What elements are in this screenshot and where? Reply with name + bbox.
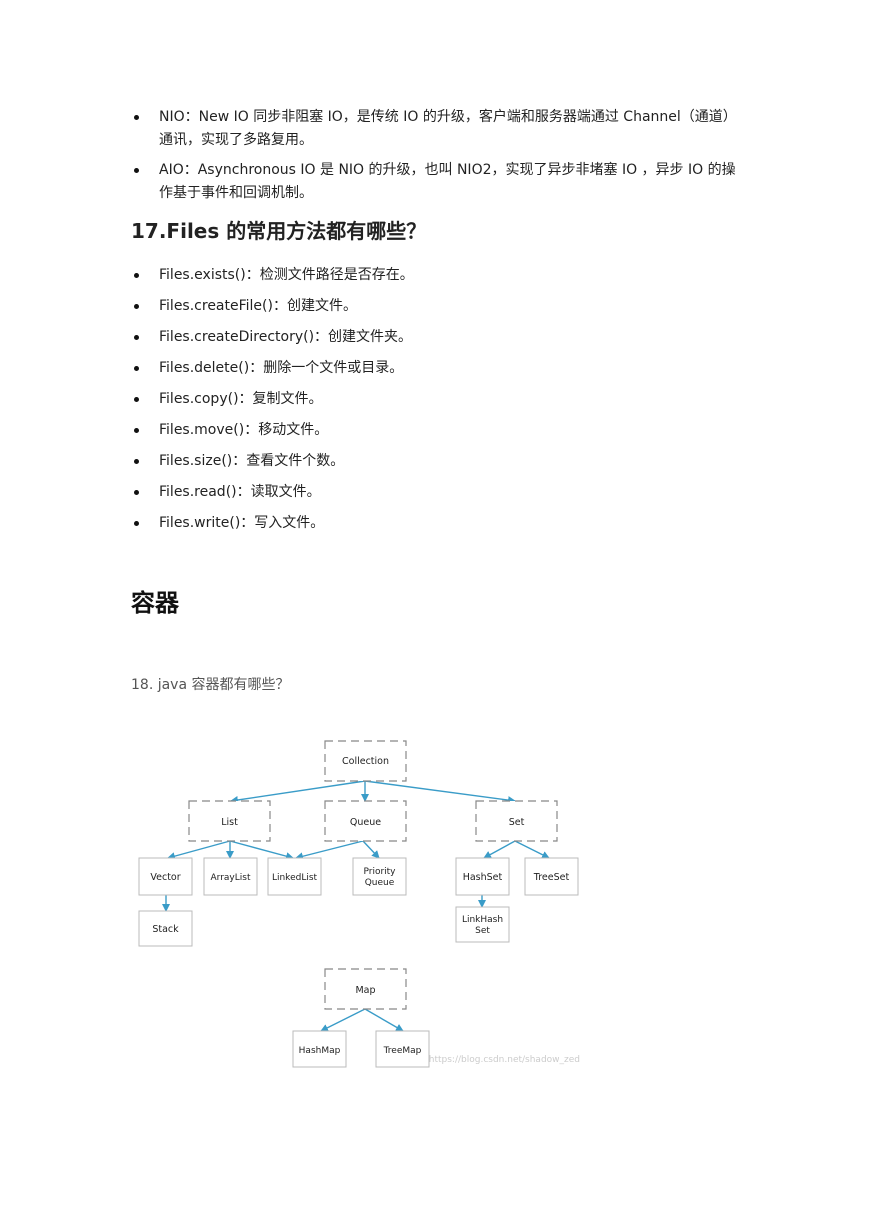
node-linkhashset: LinkHash Set [455, 906, 510, 943]
node-label: LinkedList [272, 873, 318, 883]
list-item: Files.createFile()：创建文件。 [131, 295, 741, 318]
arrow-set-hashset [483, 840, 516, 859]
list-item: Files.write()：写入文件。 [131, 512, 741, 535]
node-vector: Vector [138, 857, 193, 896]
bullet-dot-icon [134, 335, 139, 340]
bullet-dot-icon [134, 168, 139, 173]
node-label: Map [355, 985, 375, 996]
list-item-text: Files.exists()：检测文件路径是否存在。 [159, 267, 414, 283]
node-label: Stack [152, 924, 179, 935]
node-label: Priority [363, 867, 396, 877]
list-item: Files.copy()：复制文件。 [131, 388, 741, 411]
node-label: HashSet [463, 872, 503, 883]
watermark-text: https://blog.csdn.net/shadow_zed [429, 1055, 580, 1065]
bullet-dot-icon [134, 521, 139, 526]
bullet-dot-icon [134, 115, 139, 120]
node-stack: Stack [138, 910, 193, 947]
list-item: Files.size()：查看文件个数。 [131, 450, 741, 473]
arrow-list-linkedlist [229, 840, 294, 861]
java-container-hierarchy-diagram: Collection List Queue Set Map Vector Arr… [138, 740, 580, 1068]
bullet-dot-icon [134, 397, 139, 402]
arrow-queue-linkedlist [295, 840, 364, 861]
list-item: Files.read()：读取文件。 [131, 481, 741, 504]
node-list: List [188, 800, 271, 842]
list-item-text: Files.copy()：复制文件。 [159, 391, 323, 407]
bullet-dot-icon [134, 273, 139, 278]
list-item: NIO：New IO 同步非阻塞 IO，是传统 IO 的升级，客户端和服务器端通… [131, 106, 741, 152]
list-item-text: Files.createDirectory()：创建文件夹。 [159, 329, 413, 345]
node-hashmap: HashMap [292, 1030, 347, 1068]
list-item-text: Files.createFile()：创建文件。 [159, 298, 357, 314]
node-map: Map [324, 968, 407, 1010]
list-item-text: NIO：New IO 同步非阻塞 IO，是传统 IO 的升级，客户端和服务器端通… [159, 109, 737, 148]
list-item: Files.delete()：删除一个文件或目录。 [131, 357, 741, 380]
node-label: List [221, 817, 238, 828]
node-label: ArrayList [211, 873, 251, 883]
list-item-text: Files.delete()：删除一个文件或目录。 [159, 360, 404, 376]
chapter-heading: 容器 [131, 589, 179, 617]
arrow-queue-priorityqueue [362, 840, 380, 859]
list-item: Files.move()：移动文件。 [131, 419, 741, 442]
bullet-dot-icon [134, 304, 139, 309]
node-collection: Collection [324, 740, 407, 782]
node-linkedlist: LinkedList [267, 857, 322, 896]
node-label: Collection [342, 756, 389, 767]
node-label: Queue [350, 817, 381, 828]
arrow-set-treeset [514, 840, 550, 859]
node-treemap: TreeMap [375, 1030, 430, 1068]
node-label: Queue [365, 878, 395, 888]
bullet-dot-icon [134, 366, 139, 371]
node-priority-queue: Priority Queue [352, 857, 407, 896]
node-queue: Queue [324, 800, 407, 842]
arrow-collection-set [364, 780, 516, 805]
node-label: Vector [150, 872, 180, 883]
node-hashset: HashSet [455, 857, 510, 896]
list-item-text: Files.read()：读取文件。 [159, 484, 321, 500]
node-label: Set [509, 817, 525, 828]
arrow-collection-list [230, 780, 366, 804]
node-label: Set [475, 926, 490, 936]
list-item: Files.createDirectory()：创建文件夹。 [131, 326, 741, 349]
io-types-list: NIO：New IO 同步非阻塞 IO，是传统 IO 的升级，客户端和服务器端通… [131, 106, 741, 212]
diagram-arrows [162, 780, 550, 1032]
list-item-text: Files.size()：查看文件个数。 [159, 453, 345, 469]
arrow-map-hashmap [320, 1008, 366, 1032]
question-18: 18. java 容器都有哪些？ [131, 677, 290, 693]
section-heading-17: 17.Files 的常用方法都有哪些？ [131, 219, 427, 243]
node-label: TreeMap [383, 1046, 422, 1056]
bullet-dot-icon [134, 459, 139, 464]
node-label: HashMap [299, 1046, 341, 1056]
list-item-text: Files.move()：移动文件。 [159, 422, 329, 438]
node-arraylist: ArrayList [203, 857, 258, 896]
node-label: LinkHash [462, 915, 503, 925]
list-item-text: AIO：Asynchronous IO 是 NIO 的升级，也叫 NIO2，实现… [159, 162, 736, 201]
list-item: AIO：Asynchronous IO 是 NIO 的升级，也叫 NIO2，实现… [131, 159, 741, 205]
node-label: TreeSet [533, 872, 570, 883]
bullet-dot-icon [134, 428, 139, 433]
arrow-map-treemap [364, 1008, 404, 1032]
files-methods-list: Files.exists()：检测文件路径是否存在。 Files.createF… [131, 264, 741, 543]
bullet-dot-icon [134, 490, 139, 495]
node-treeset: TreeSet [524, 857, 579, 896]
list-item: Files.exists()：检测文件路径是否存在。 [131, 264, 741, 287]
node-set: Set [475, 800, 558, 842]
list-item-text: Files.write()：写入文件。 [159, 515, 325, 531]
arrow-list-vector [167, 840, 231, 861]
